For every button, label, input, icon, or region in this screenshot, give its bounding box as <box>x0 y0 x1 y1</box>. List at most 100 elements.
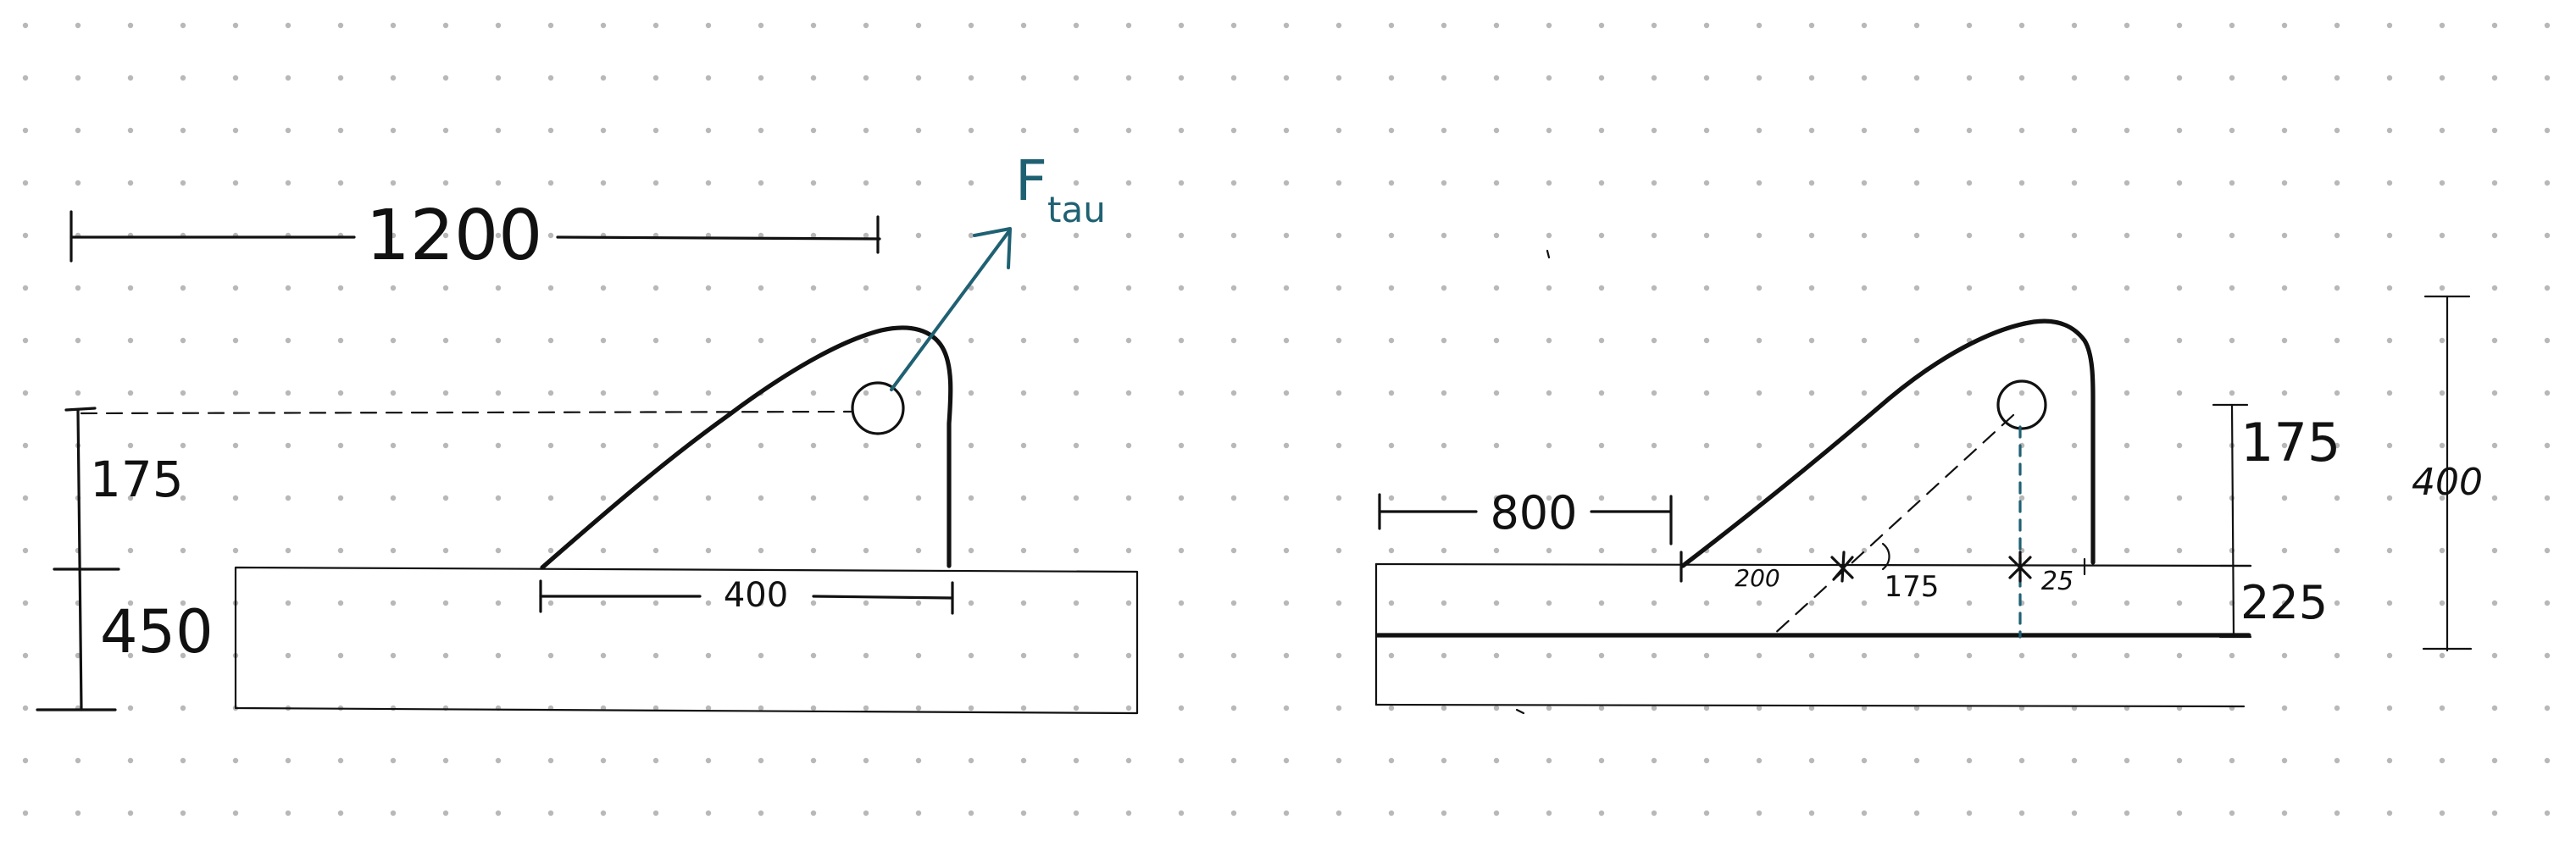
grid-dot <box>1651 442 1657 449</box>
grid-dot <box>1598 495 1605 501</box>
grid-dot <box>1230 180 1237 186</box>
grid-dot <box>1546 390 1552 396</box>
grid-dot <box>2124 442 2130 449</box>
grid-dot <box>1913 127 1920 134</box>
grid-dot <box>1598 810 1605 817</box>
grid-dot <box>2334 75 2340 81</box>
grid-dot <box>127 285 134 291</box>
grid-dot <box>1966 285 1973 291</box>
grid-dot <box>495 810 502 817</box>
grid-dot <box>495 442 502 449</box>
grid-dot <box>1598 547 1605 554</box>
grid-dot <box>2281 22 2288 29</box>
grid-dot <box>1966 495 1973 501</box>
grid-dot <box>495 495 502 501</box>
grid-dot <box>390 652 397 659</box>
grid-dot <box>2281 285 2288 291</box>
grid-dot <box>2176 337 2183 344</box>
grid-dot <box>1493 390 1500 396</box>
grid-dot <box>1283 442 1290 449</box>
grid-dot <box>127 810 134 817</box>
grid-dot <box>1651 547 1657 554</box>
grid-dot <box>127 547 134 554</box>
grid-dot <box>22 180 29 186</box>
grid-dot <box>2124 757 2130 764</box>
grid-dot <box>2124 337 2130 344</box>
grid-dot <box>705 547 712 554</box>
grid-dot <box>1598 757 1605 764</box>
grid-dot <box>600 22 607 29</box>
grid-dot <box>1861 705 1868 711</box>
grid-dot <box>1808 390 1815 396</box>
grid-dot <box>1756 75 1763 81</box>
grid-dot <box>127 600 134 606</box>
grid-dot <box>652 705 659 711</box>
grid-dot <box>652 757 659 764</box>
grid-dot <box>810 22 817 29</box>
grid-dot <box>232 495 239 501</box>
grid-dot <box>1966 180 1973 186</box>
right-sketch: 800 200 175 25 175 225 400 <box>1374 249 2483 715</box>
grid-dot <box>1546 337 1552 344</box>
grid-dot <box>22 547 29 554</box>
grid-dot <box>1546 757 1552 764</box>
grid-dot <box>2491 442 2498 449</box>
grid-dot <box>2281 180 2288 186</box>
grid-dot <box>2334 810 2340 817</box>
grid-dot <box>1020 22 1027 29</box>
grid-dot <box>390 547 397 554</box>
grid-dot <box>810 127 817 134</box>
grid-dot <box>2071 495 2078 501</box>
grid-dot <box>1441 547 1447 554</box>
grid-dot <box>232 127 239 134</box>
grid-dot <box>1808 757 1815 764</box>
grid-dot <box>2544 337 2551 344</box>
grid-dot <box>1178 22 1185 29</box>
grid-dot <box>1598 442 1605 449</box>
grid-dot <box>968 757 974 764</box>
grid-dot <box>442 810 449 817</box>
grid-dot <box>863 652 869 659</box>
grid-dot <box>1125 390 1132 396</box>
grid-dot <box>1335 232 1342 239</box>
grid-dot <box>1178 705 1185 711</box>
grid-dot <box>1283 75 1290 81</box>
lug-profile <box>540 325 953 570</box>
grid-dot <box>547 127 554 134</box>
grid-dot <box>442 390 449 396</box>
grid-dot <box>2439 442 2446 449</box>
grid-dot <box>1388 442 1395 449</box>
grid-dot <box>285 810 291 817</box>
grid-dot <box>1283 547 1290 554</box>
grid-dot <box>1493 127 1500 134</box>
grid-dot <box>2439 810 2446 817</box>
grid-dot <box>1073 757 1080 764</box>
grid-dot <box>547 600 554 606</box>
grid-dot <box>915 547 922 554</box>
grid-dot <box>1335 337 1342 344</box>
grid-dot <box>390 232 397 239</box>
grid-dot <box>2281 600 2288 606</box>
grid-dot <box>1073 810 1080 817</box>
grid-dot <box>1493 22 1500 29</box>
grid-dot <box>75 337 81 344</box>
grid-dot <box>1441 442 1447 449</box>
grid-dot <box>2281 127 2288 134</box>
dimension-175-225 <box>2212 403 2252 639</box>
grid-dot <box>127 127 134 134</box>
grid-dot <box>1441 22 1447 29</box>
grid-dot <box>2439 285 2446 291</box>
grid-dot <box>1441 652 1447 659</box>
grid-dot <box>1178 232 1185 239</box>
grid-dot <box>1493 600 1500 606</box>
grid-dot <box>285 75 291 81</box>
grid-dot <box>442 180 449 186</box>
grid-dot <box>1546 285 1552 291</box>
grid-dot <box>915 285 922 291</box>
grid-dot <box>915 600 922 606</box>
dimension-400 <box>539 579 954 615</box>
grid-dot <box>2544 22 2551 29</box>
grid-dot <box>1388 757 1395 764</box>
grid-dot <box>2544 285 2551 291</box>
grid-dot <box>863 390 869 396</box>
